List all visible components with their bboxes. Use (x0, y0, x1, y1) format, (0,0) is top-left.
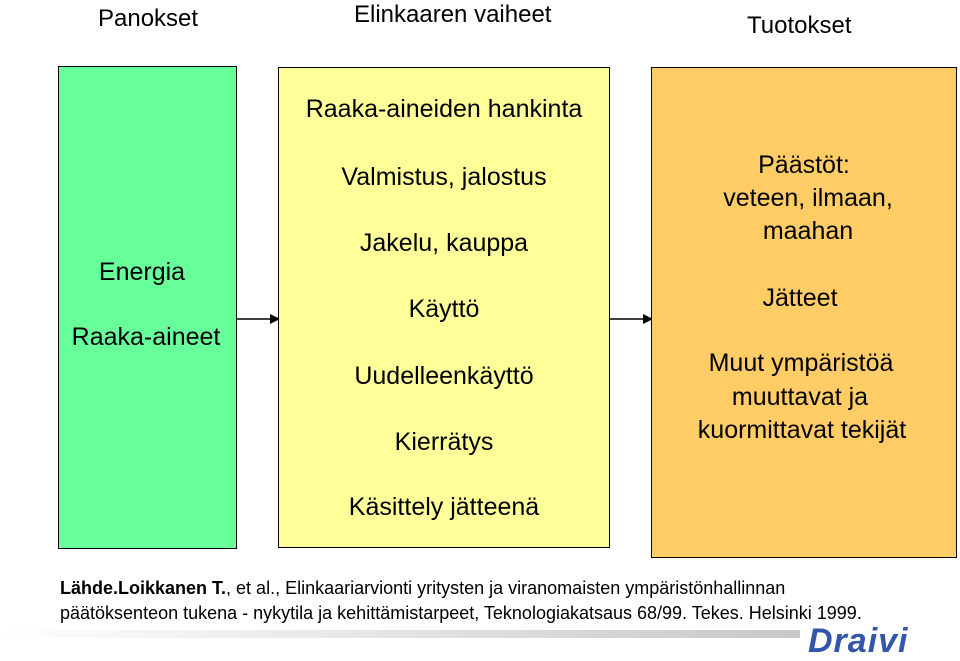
source-line-2: päätöksenteon tukena - nykytila ja kehit… (60, 603, 862, 623)
stage-kierratys: Kierrätys (394, 428, 494, 456)
input-raaka-aineet: Raaka-aineet (71, 323, 221, 351)
heading-stages: Elinkaaren vaiheet (354, 1, 552, 28)
source-author: Lähde.Loikkanen T. (60, 578, 227, 598)
stage-kaytto: Käyttö (408, 295, 480, 323)
output-muut: Muut ympäristöä (708, 349, 894, 377)
output-jatteet: Jätteet (762, 284, 838, 312)
arrow-stages-to-outputs (610, 314, 653, 324)
stages-box (278, 67, 610, 548)
outputs-box (651, 67, 957, 558)
inputs-box (58, 66, 237, 549)
output-veteen: veteen, ilmaan, (723, 184, 893, 212)
output-muuttavat: muuttavat ja (731, 383, 869, 411)
stage-jakelu: Jakelu, kauppa (359, 229, 529, 257)
source-rest: , et al., Elinkaariarvionti yritysten ja… (226, 578, 786, 598)
stage-uudelleenkaytto: Uudelleenkäyttö (354, 362, 534, 390)
arrow-inputs-to-stages (237, 314, 280, 324)
draivi-logo: Draivi (808, 622, 909, 660)
source-line-1: Lähde.Loikkanen T., et al., Elinkaariarv… (60, 578, 785, 599)
input-energia: Energia (98, 258, 186, 286)
output-paastot: Päästöt: (758, 151, 850, 179)
stage-raaka-aineiden-hankinta: Raaka-aineiden hankinta (305, 95, 583, 123)
stage-valmistus: Valmistus, jalostus (341, 163, 547, 191)
heading-inputs: Panokset (98, 5, 199, 32)
output-kuormittavat: kuormittavat tekijät (697, 416, 907, 444)
output-maahan: maahan (762, 217, 854, 245)
stage-kasittely: Käsittely jätteenä (348, 493, 540, 521)
heading-outputs: Tuotokset (747, 12, 852, 39)
footer-gradient-line (0, 630, 800, 638)
